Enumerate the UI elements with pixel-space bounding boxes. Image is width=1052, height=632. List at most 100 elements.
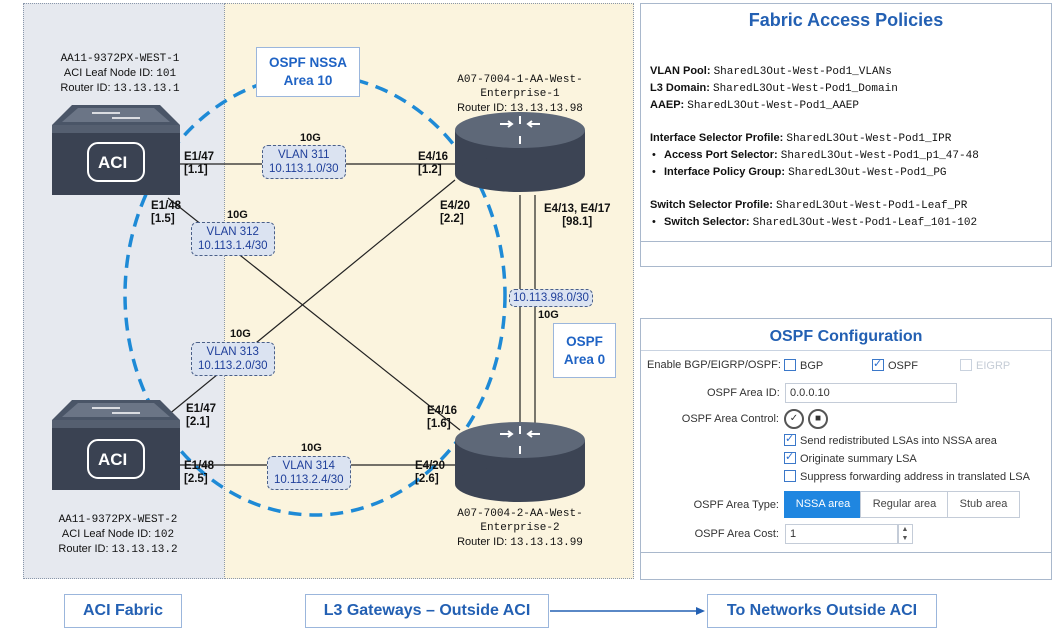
leaf-switch-1 [52,105,180,195]
router2-router-id-label: Router ID: [457,536,508,548]
router-1 [455,112,585,192]
port-leaf1-e148: E1/48[1.5] [151,200,182,225]
fabric-access-body: VLAN Pool: SharedL3Out-West-Pod1_VLANs L… [650,63,1046,231]
interface-selector-profile-row: Interface Selector Profile: SharedL3Out-… [650,132,952,145]
area-type-label: OSPF Area Type: [693,499,779,511]
area-id-label: OSPF Area ID: [707,387,780,399]
eigrp-checkbox[interactable]: EIGRP [960,359,1010,372]
area-cost-label: OSPF Area Cost: [694,528,779,540]
leaf1-name: AA11-9372PX-WEST-1 [60,53,180,65]
area-cost-stepper[interactable]: ▲▼ [897,524,913,544]
vlan-pool-row: VLAN Pool: SharedL3Out-West-Pod1_VLANs [650,65,892,78]
vlan312-box: VLAN 312 10.113.1.4/30 [191,222,275,256]
router1-name-line1: A07-7004-1-AA-West- [457,74,583,86]
vlan314-name: VLAN 314 [282,460,335,472]
core-link-box: 10.113.98.0/30 [509,289,593,307]
control-suppress-fwd[interactable]: Suppress forwarding address in translate… [784,470,1030,483]
flow-outside-networks: To Networks Outside ACI [707,594,937,628]
flow-arrow-2 [550,607,705,615]
port-leaf2-e148: E1/48[2.5] [184,460,215,485]
area-type-nssa[interactable]: NSSA area [784,491,862,518]
leaf1-router-id: 13.13.13.1 [113,83,180,95]
vlan313-subnet: 10.113.2.0/30 [198,360,268,372]
port-router2-e420: E4/20[2.6] [415,460,446,485]
eigrp-checkbox-box[interactable] [960,359,972,371]
leaf1-router-id-label: Router ID: [60,82,111,94]
router1-label: A07-7004-1-AA-West- Enterprise-1 Router … [430,73,610,116]
enable-protocols-label: Enable BGP/EIGRP/OSPF: [647,359,781,371]
port-router1-e420: E4/20[2.2] [440,200,471,225]
port-router1-core: E4/13, E4/17[98.1] [544,203,611,228]
vlan312-speed: 10G [227,209,248,221]
vlan313-speed: 10G [230,328,251,340]
ospf-area0-box: OSPF Area 0 [553,323,616,378]
leaf1-node-id: 101 [156,68,177,80]
area-type-regular[interactable]: Regular area [860,491,949,518]
router1-router-id-label: Router ID: [457,102,508,114]
bgp-checkbox-box[interactable] [784,359,796,371]
port-router1-e416: E4/16[1.2] [418,151,449,176]
router1-router-id: 13.13.13.98 [510,103,583,115]
ospf-area0-line2: Area 0 [563,352,606,367]
aaep-row: AAEP: SharedL3Out-West-Pod1_AAEP [650,99,859,112]
ospf-nssa-line2: Area 10 [283,73,333,88]
vlan313-box: VLAN 313 10.113.2.0/30 [191,342,275,376]
vlan314-speed: 10G [301,442,322,454]
originate-summary-checkbox[interactable] [784,450,796,464]
leaf2-router-id-label: Router ID: [58,543,109,555]
suppress-fwd-checkbox[interactable] [784,470,796,482]
leaf2-node-id-label: ACI Leaf Node ID: [61,528,152,540]
leaf1-label: AA11-9372PX-WEST-1 ACI Leaf Node ID: 101… [30,52,210,96]
vlan313-name: VLAN 313 [206,346,259,358]
vlan311-speed: 10G [300,132,321,144]
router2-name-line1: A07-7004-2-AA-West- [457,508,583,520]
leaf2-name: AA11-9372PX-WEST-2 [58,514,178,526]
ospf-config-title: OSPF Configuration [769,328,923,345]
ospf-checkbox[interactable]: OSPF [872,357,918,372]
control-originate-summary[interactable]: Originate summary LSA [784,450,917,465]
ospf-nssa-line1: OSPF NSSA [268,55,347,70]
fabric-access-policies-panel: Fabric Access Policies VLAN Pool: Shared… [640,3,1052,267]
switch-selector-row: Switch Selector: SharedL3Out-West-Pod1-L… [650,214,1046,231]
flow-aci-fabric: ACI Fabric [64,594,182,628]
leaf-switch-2 [52,400,180,490]
area-cost-input[interactable]: 1 [785,524,899,544]
topology-diagram [52,73,585,517]
port-leaf1-e147: E1/47[1.1] [184,151,215,176]
bgp-checkbox[interactable]: BGP [784,359,823,372]
router2-router-id: 13.13.13.99 [510,537,583,549]
router2-label: A07-7004-2-AA-West- Enterprise-2 Router … [430,507,610,550]
router1-name-line2: Enterprise-1 [480,88,560,100]
flow-l3-gateways: L3 Gateways – Outside ACI [305,594,549,628]
core-link-speed: 10G [538,309,559,321]
router-2 [455,422,585,502]
fabric-access-title: Fabric Access Policies [748,10,944,30]
area-control-label: OSPF Area Control: [681,413,779,425]
control-send-lsa[interactable]: Send redistributed LSAs into NSSA area [784,432,997,447]
vlan312-name: VLAN 312 [206,226,259,238]
aci-logo-leaf1: ACI [98,153,128,172]
ospf-area0-line1: OSPF [566,334,603,349]
port-router2-e416: E4/16[1.6] [427,405,458,430]
leaf2-node-id: 102 [154,529,175,541]
area-type-stub[interactable]: Stub area [947,491,1020,518]
aci-logo-leaf2: ACI [98,450,128,469]
router2-name-line2: Enterprise-2 [480,522,560,534]
ospf-checkbox-box[interactable] [872,357,884,371]
link-vlan313 [167,179,456,416]
vlan311-name: VLAN 311 [277,149,330,161]
area-control-square-icon[interactable]: ■ [808,409,828,429]
area-id-input[interactable]: 0.0.0.10 [785,383,957,403]
area-control-check-icon[interactable]: ✓ [784,409,804,429]
leaf2-router-id: 13.13.13.2 [111,544,178,556]
vlan314-box: VLAN 314 10.113.2.4/30 [267,456,351,490]
leaf1-node-id-label: ACI Leaf Node ID: [63,67,154,79]
ospf-title-divider [641,350,1051,351]
vlan311-subnet: 10.113.1.0/30 [269,163,339,175]
access-port-selector-row: Access Port Selector: SharedL3Out-West-P… [650,147,1046,164]
leaf2-label: AA11-9372PX-WEST-2 ACI Leaf Node ID: 102… [28,513,208,557]
ospf-bottom-divider [641,552,1051,553]
ospf-nssa-area-box: OSPF NSSA Area 10 [256,47,360,97]
send-lsa-checkbox[interactable] [784,432,796,446]
core-link-subnet: 10.113.98.0/30 [513,292,589,304]
